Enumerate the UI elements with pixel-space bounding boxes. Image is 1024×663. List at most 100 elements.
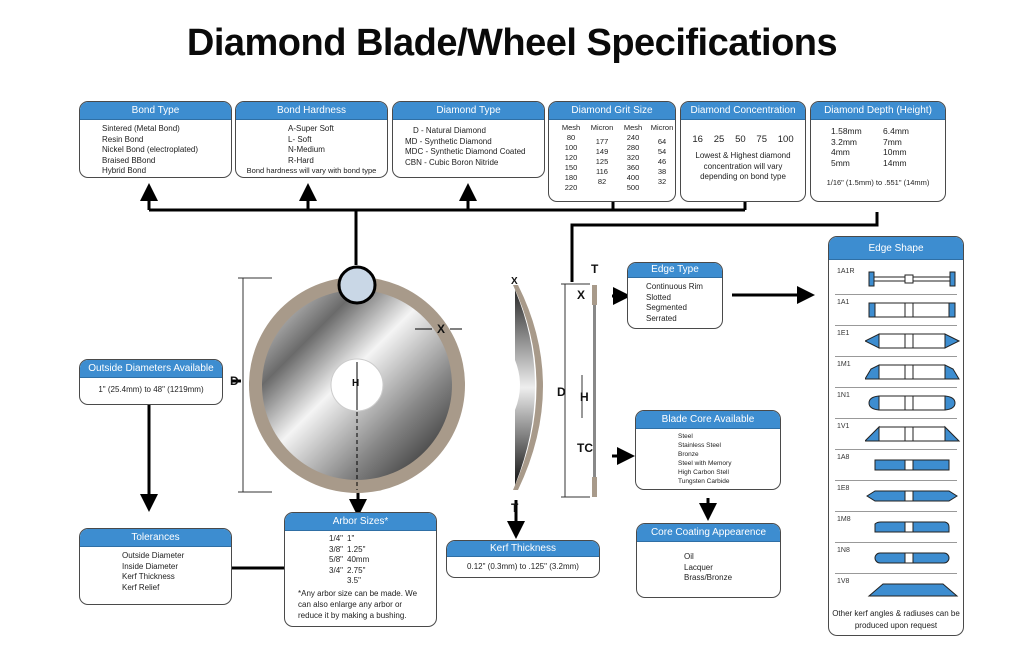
bond-type-item: Hybrid Bond xyxy=(102,166,147,175)
grit-col-header: Mesh xyxy=(623,123,643,132)
kerf-thickness-value: 0.12" (0.3mm) to .125" (3.2mm) xyxy=(467,562,579,571)
grit-value: 220 xyxy=(564,183,578,192)
arbor-sizes-box: Arbor Sizes* 1/4" 3/8" 5/8" 3/4" 1" 1.25… xyxy=(284,512,437,627)
diamond-type-item: MD - Synthetic Diamond xyxy=(405,136,492,146)
grit-value: 280 xyxy=(626,143,640,152)
diamond-type-item: D - Natural Diamond xyxy=(413,126,486,135)
concentration-value: 50 xyxy=(735,134,746,145)
blade-core-item: Tungsten Carbide xyxy=(678,478,730,485)
depth-header: Diamond Depth (Height) xyxy=(811,102,945,120)
edge-type-item: Slotted xyxy=(646,292,671,302)
arbor-value: 3/8" xyxy=(329,544,343,554)
top-connectors xyxy=(140,183,879,570)
tolerance-item: Inside Diameter xyxy=(122,561,179,571)
arbor-note: *Any arbor size can be made. We can also… xyxy=(298,588,418,620)
core-coating-item: Brass/Bronze xyxy=(684,573,733,582)
bond-type-item: Nickel Bond (electroplated) xyxy=(102,145,199,154)
edge-shape-row: 1M8 xyxy=(835,511,957,542)
wheel-front-view xyxy=(238,265,465,493)
core-coating-box: Core Coating Appearence Oil Lacquer Bras… xyxy=(636,523,781,598)
grit-size-box: Diamond Grit Size Mesh Micron Mesh Micro… xyxy=(548,101,676,202)
grit-value: 100 xyxy=(564,143,578,152)
grit-value: 500 xyxy=(626,183,640,192)
blade-core-item: Stainless Steel xyxy=(678,442,721,449)
edge-shape-header: Edge Shape xyxy=(829,237,963,260)
bond-type-item: Resin Bond xyxy=(102,134,144,144)
edge-shape-row: 1A8 xyxy=(835,449,957,480)
blade-core-item: Bronze xyxy=(678,451,699,458)
wheel-side-view xyxy=(513,283,597,498)
depth-value: 5mm xyxy=(831,157,850,168)
grit-value: 54 xyxy=(657,147,667,156)
page-title: Diamond Blade/Wheel Specifications xyxy=(186,22,838,64)
grit-col-header: Micron xyxy=(650,123,674,132)
edge-shape-note: Other kerf angles & radiuses can be prod… xyxy=(832,609,960,630)
bond-hardness-header: Bond Hardness xyxy=(236,102,387,120)
grit-value: 360 xyxy=(626,163,640,172)
arbor-value: 1/4" xyxy=(329,534,343,543)
blade-core-box: Blade Core Available Steel Stainless Ste… xyxy=(635,410,781,490)
bond-hardness-item: A-Super Soft xyxy=(288,124,334,133)
blade-core-item: High Carbon Stell xyxy=(678,469,729,476)
grit-value: 149 xyxy=(595,147,609,156)
edge-shape-profile-1n1 xyxy=(868,395,956,411)
arbor-value: 5/8" xyxy=(329,555,343,564)
bond-hardness-item: N-Medium xyxy=(288,145,325,154)
grit-col-header: Micron xyxy=(590,123,614,132)
grit-size-header: Diamond Grit Size xyxy=(549,102,675,120)
edge-shape-label: 1V8 xyxy=(837,578,850,585)
edge-type-item: Serrated xyxy=(646,313,677,323)
edge-type-item: Continuous Rim xyxy=(646,282,703,291)
grit-value: 82 xyxy=(597,177,607,186)
bond-type-box: Bond Type Sintered (Metal Bond) Resin Bo… xyxy=(79,101,232,178)
blade-core-item: Steel xyxy=(678,433,693,440)
arbor-value: 40mm xyxy=(347,555,370,564)
dim-x-profile: X xyxy=(577,288,586,302)
grit-value: 64 xyxy=(657,137,667,146)
edge-type-item: Segmented xyxy=(646,303,687,312)
concentration-box: Diamond Concentration 16 25 50 75 100 Lo… xyxy=(680,101,806,202)
grit-value: 320 xyxy=(626,153,640,162)
edge-shape-profile-1n8 xyxy=(874,552,950,564)
edge-shape-label: 1E1 xyxy=(837,330,850,337)
edge-shape-label: 1V1 xyxy=(837,423,850,430)
edge-shape-row: 1E1 xyxy=(835,325,961,356)
depth-value: 1.58mm xyxy=(831,126,862,136)
grit-value: 80 xyxy=(566,133,576,142)
edge-type-header: Edge Type xyxy=(628,263,722,278)
edge-shape-row: 1E8 xyxy=(835,480,958,511)
grit-col-header: Mesh xyxy=(561,123,581,132)
concentration-value: 16 xyxy=(692,134,703,145)
arbor-sizes-header: Arbor Sizes* xyxy=(285,513,436,531)
dim-t-side: T xyxy=(511,501,519,515)
depth-box: Diamond Depth (Height) 1.58mm 3.2mm 4mm … xyxy=(810,101,946,202)
edge-shape-profile-1m8 xyxy=(874,521,950,533)
depth-value: 7mm xyxy=(883,136,902,147)
edge-shape-profile-1m1 xyxy=(865,364,960,380)
edge-shape-label: 1N8 xyxy=(837,547,850,554)
outside-diameters-box: Outside Diameters Available 1" (25.4mm) … xyxy=(79,359,223,405)
arbor-value: 3.5" xyxy=(347,576,361,585)
edge-shape-label: 1M1 xyxy=(837,361,851,368)
concentration-value: 75 xyxy=(756,134,767,145)
edge-shape-row: 1A1 xyxy=(835,294,957,325)
bond-type-item: Sintered (Metal Bond) xyxy=(102,124,180,133)
arbor-value: 3/4" xyxy=(329,565,343,575)
tolerance-item: Kerf Relief xyxy=(122,582,160,592)
edge-shape-profile-1a1r xyxy=(868,271,956,287)
arbor-value: 2.75" xyxy=(347,565,366,575)
depth-value: 3.2mm xyxy=(831,136,857,147)
grit-value: 32 xyxy=(657,177,667,186)
edge-shape-profile-1v1 xyxy=(865,425,961,442)
diamond-type-item: MDC - Synthetic Diamond Coated xyxy=(405,147,526,156)
edge-shape-profile-1a1 xyxy=(868,302,956,318)
edge-shape-label: 1A1 xyxy=(837,299,850,306)
diamond-type-item: CBN - Cubic Boron Nitride xyxy=(405,157,499,167)
depth-value: 6.4mm xyxy=(883,126,909,136)
diamond-type-header: Diamond Type xyxy=(393,102,544,120)
edge-shape-row: 1M1 xyxy=(835,356,960,387)
edge-shape-label: 1M8 xyxy=(837,516,851,523)
dim-x-front: X xyxy=(437,322,446,336)
